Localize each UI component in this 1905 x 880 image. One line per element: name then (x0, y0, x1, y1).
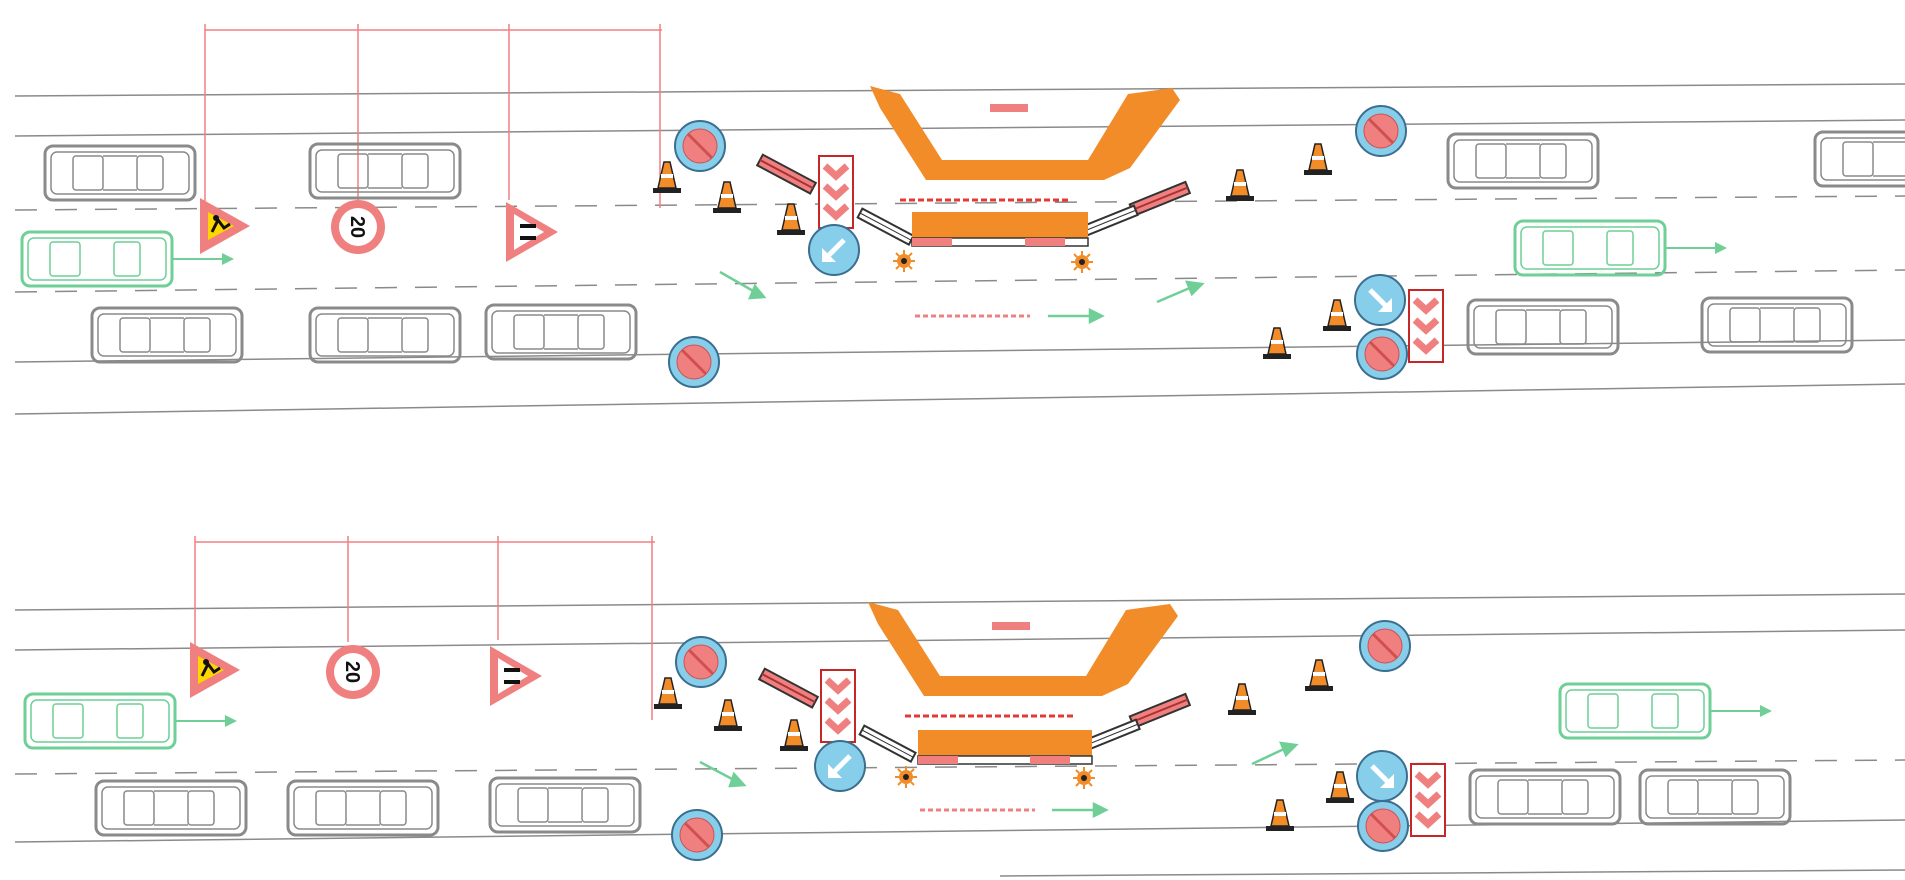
speed-limit-sign-bottom: 20 (326, 645, 380, 699)
chevron-board-icon (1411, 764, 1445, 836)
keep-direction-sign-icon (1357, 751, 1407, 801)
parked-car (1468, 768, 1622, 826)
traffic-cone-icon (779, 719, 809, 752)
no-stopping-sign-icon (667, 335, 721, 389)
keep-direction-sign-icon (1355, 275, 1405, 325)
no-stopping-sign-icon (1354, 104, 1408, 158)
parked-car (484, 303, 638, 361)
warning-lamp-icon (892, 249, 916, 273)
roadworks-sign-icon (188, 640, 242, 700)
no-stopping-sign-icon (1356, 799, 1410, 853)
traffic-cone-icon (1265, 799, 1295, 832)
no-stopping-sign-icon (673, 119, 727, 173)
no-stopping-sign-icon (670, 808, 724, 862)
barrier (858, 724, 917, 763)
traffic-cone-icon (1303, 143, 1333, 176)
roadworks-sign-icon (198, 196, 252, 256)
parked-car (1638, 768, 1792, 826)
flow-arrows-bottom (699, 741, 1299, 819)
parked-car (488, 776, 642, 834)
parked-car (1446, 132, 1600, 190)
traffic-cone-icon (1304, 659, 1334, 692)
traffic-cone-icon (712, 181, 742, 214)
traffic-cone-icon (1225, 169, 1255, 202)
work-zone-bottom (868, 602, 1178, 765)
no-stopping-sign-icon (1358, 619, 1412, 673)
warning-lamp-icon (1070, 250, 1094, 274)
parked-car (1466, 298, 1620, 356)
barrier (758, 667, 819, 709)
parked-car (94, 779, 248, 837)
work-zone-top (870, 86, 1180, 247)
speed-limit-sign-top: 20 (331, 200, 385, 254)
speed-limit-value: 20 (346, 216, 368, 238)
traffic-cone-icon (1262, 327, 1292, 360)
traffic-cone-icon (1227, 683, 1257, 716)
narrowing-sign-icon (504, 200, 560, 264)
chevron-board-icon (821, 670, 855, 742)
parked-car (43, 144, 197, 202)
traffic-cone-icon (1322, 299, 1352, 332)
dimension-line-top (204, 24, 662, 215)
chevron-board-icon (1409, 290, 1443, 362)
parked-car (308, 306, 462, 364)
traffic-cone-icon (713, 699, 743, 732)
barrier (756, 153, 817, 195)
moving-car (1558, 682, 1774, 740)
road-lines-top (14, 83, 1905, 415)
warning-lamp-icon (1072, 766, 1096, 790)
moving-car (1513, 219, 1729, 277)
parked-car (90, 306, 244, 364)
traffic-cone-icon (652, 161, 682, 194)
parked-car (286, 779, 440, 837)
parked-car (1700, 296, 1854, 354)
dimension-line-bottom (194, 536, 655, 720)
traffic-cone-icon (653, 677, 683, 710)
traffic-cone-icon (776, 203, 806, 236)
no-stopping-sign-icon (1355, 327, 1409, 381)
panel-bottom: 20 (14, 536, 1905, 877)
moving-car (23, 692, 239, 750)
keep-direction-sign-icon (809, 225, 859, 275)
barrier (1128, 180, 1191, 217)
panel-top: 20 (14, 24, 1905, 415)
barrier (1128, 692, 1191, 729)
parked-car (1813, 130, 1905, 188)
barrier (856, 207, 915, 246)
speed-limit-value: 20 (341, 661, 363, 683)
parked-car (308, 142, 462, 200)
warning-lamp-icon (894, 765, 918, 789)
flow-arrows-top (719, 270, 1205, 325)
no-stopping-sign-icon (674, 635, 728, 689)
keep-direction-sign-icon (815, 741, 865, 791)
barrier (1079, 204, 1139, 238)
chevron-board-icon (819, 156, 853, 228)
traffic-cone-icon (1325, 771, 1355, 804)
narrowing-sign-icon (488, 644, 544, 708)
